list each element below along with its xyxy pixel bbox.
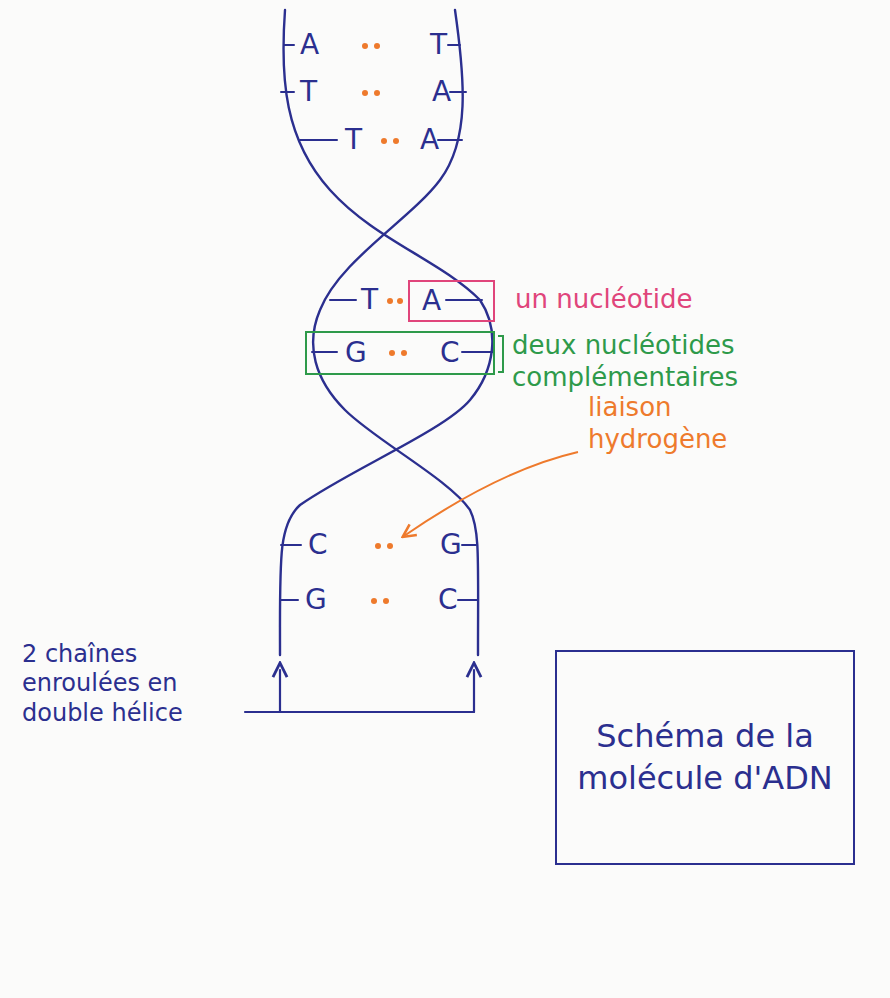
base-letter: T: [430, 28, 447, 62]
base-letter: G: [440, 528, 462, 562]
nucleotide-box: A: [408, 280, 495, 322]
tick: [330, 299, 356, 301]
hydrogen-dot: [393, 138, 399, 144]
base-letter: A: [420, 123, 439, 157]
hydrogen-dot: [371, 598, 377, 604]
hydrogen-dot: [374, 43, 380, 49]
base-letter: C: [308, 528, 328, 562]
tick: [312, 351, 337, 353]
tick: [284, 44, 294, 46]
tick: [446, 299, 482, 301]
annotation: deux nucléotides complémentaires: [512, 330, 787, 393]
hydrogen-dot: [387, 298, 393, 304]
tick: [462, 544, 476, 546]
base-ticks: [281, 45, 493, 600]
annotation: un nucléotide: [515, 284, 815, 316]
base-letter: A: [300, 28, 319, 62]
base-letter: G: [345, 339, 367, 367]
hydrogen-dot: [401, 350, 407, 356]
tick: [281, 599, 298, 601]
hydrogen-dot: [387, 543, 393, 549]
hydrogen-dot: [362, 90, 368, 96]
hydrogen-dot: [389, 350, 395, 356]
base-letter: C: [438, 583, 458, 617]
hydrogen-bond-dots: [362, 43, 407, 604]
tick: [281, 91, 294, 93]
pointer-arrow: [473, 670, 475, 712]
base-letter: G: [305, 583, 327, 617]
tick: [281, 544, 301, 546]
tick: [462, 351, 493, 353]
base-letter: C: [440, 339, 460, 367]
tick: [450, 91, 466, 93]
bracket: [498, 336, 503, 372]
title-text: Schéma de la molécule d'ADN: [575, 716, 835, 799]
annotation: liaison hydrogène: [588, 392, 753, 455]
base-letter: T: [345, 123, 362, 157]
base-letter: T: [361, 283, 378, 317]
pointer-arrow: [279, 670, 281, 712]
leader-arrow: [404, 452, 578, 536]
hydrogen-dot: [374, 90, 380, 96]
base-letter: A: [432, 75, 451, 109]
base-letter: T: [300, 75, 317, 109]
tick: [300, 139, 337, 141]
hydrogen-dot: [383, 598, 389, 604]
tick: [448, 44, 460, 46]
tick: [458, 599, 477, 601]
hydrogen-dot: [397, 298, 403, 304]
hydrogen-dot: [362, 43, 368, 49]
base-pair-box: GC: [305, 331, 495, 375]
hydrogen-dot: [375, 543, 381, 549]
base-letter: A: [422, 287, 441, 315]
annotation: 2 chaînes enroulées en double hélice: [22, 640, 187, 728]
hydrogen-dot: [381, 138, 387, 144]
title-box: Schéma de la molécule d'ADN: [555, 650, 855, 865]
tick: [438, 139, 462, 141]
